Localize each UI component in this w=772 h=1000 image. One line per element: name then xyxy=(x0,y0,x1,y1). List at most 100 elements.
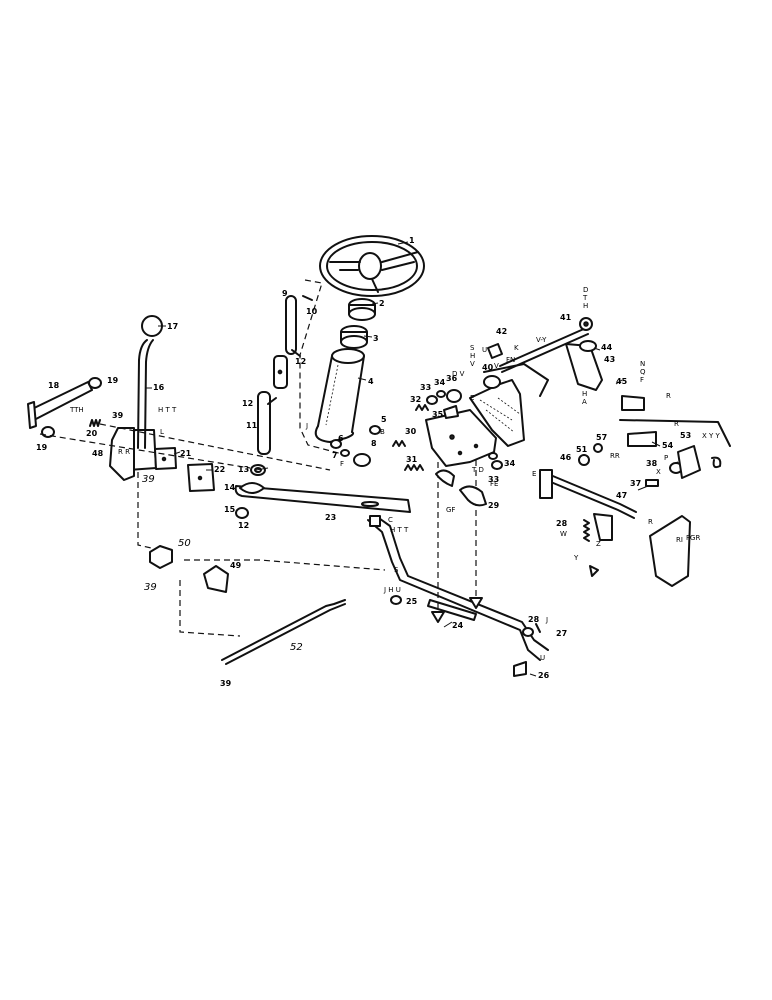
assembly-outline xyxy=(299,279,351,457)
callout-28b: 28 xyxy=(556,519,568,528)
callout-20: 20 xyxy=(86,429,98,438)
spring-20 xyxy=(89,419,101,427)
callout-52: 52 xyxy=(290,642,303,653)
callout-12c: 12 xyxy=(238,521,249,530)
spring-32b xyxy=(415,404,429,411)
letter-codes: D T H H A S H V N Q F R R X Y Y P X RR R… xyxy=(69,286,721,662)
callout-40: 40 xyxy=(482,363,494,372)
leaders xyxy=(146,241,679,677)
gear-8 xyxy=(353,453,371,467)
code-r45: R xyxy=(666,392,671,400)
pin-37 xyxy=(645,479,659,487)
code-r53: R xyxy=(674,420,679,428)
callout-12a: 12 xyxy=(295,357,306,366)
callout-16: 16 xyxy=(153,383,165,392)
callout-49: 49 xyxy=(230,561,242,570)
column-bushing xyxy=(340,325,368,349)
code-y: Y xyxy=(573,554,579,562)
callout-34a: 34 xyxy=(434,378,446,387)
bracket-50 xyxy=(149,545,173,569)
code-e36: E xyxy=(470,394,474,402)
callout-31: 31 xyxy=(406,455,418,464)
callout-45: 45 xyxy=(616,377,628,386)
code-shv-s: S xyxy=(470,344,475,352)
code-u42: U xyxy=(482,346,487,354)
callout-14: 14 xyxy=(224,483,236,492)
bushing-44 xyxy=(579,340,597,352)
code-shv-v: V xyxy=(470,360,475,368)
code-rr48: R R xyxy=(118,448,130,456)
shaft-46 xyxy=(539,469,637,541)
bracket-53 xyxy=(677,445,701,479)
callout-12b: 12 xyxy=(242,399,253,408)
bracket-clip xyxy=(435,469,455,487)
washer-57 xyxy=(593,443,603,453)
assembly-arrows xyxy=(431,460,483,623)
code-w: W xyxy=(560,530,567,538)
bracket-48 xyxy=(109,427,135,481)
bracket-54 xyxy=(627,431,657,447)
callout-36: 36 xyxy=(446,374,458,383)
align-line-d xyxy=(184,559,386,571)
code-fgr: FGR xyxy=(686,534,700,542)
code-dth-h: H xyxy=(583,302,588,310)
callout-27: 27 xyxy=(556,629,567,638)
callout-44: 44 xyxy=(601,343,613,352)
code-x: X xyxy=(656,468,661,476)
callout-9: 9 xyxy=(282,289,288,298)
tie-rod-41 xyxy=(499,317,593,373)
callout-38: 38 xyxy=(646,459,658,468)
callout-33a: 33 xyxy=(420,383,431,392)
callout-39d: 39 xyxy=(220,679,232,688)
callout-41: 41 xyxy=(560,313,572,322)
callout-17: 17 xyxy=(167,322,178,331)
steering-shaft-upper xyxy=(285,295,297,355)
washer-51 xyxy=(578,454,590,466)
code-j: J xyxy=(305,422,308,430)
code-fn: FN xyxy=(506,356,515,364)
code-tdt: T D xyxy=(471,466,484,474)
pin-28 xyxy=(535,623,541,633)
clip-42 xyxy=(487,343,503,359)
callout-39c: 39 xyxy=(144,582,157,593)
code-nqf-f: F xyxy=(640,376,644,384)
pin-12b xyxy=(267,397,277,405)
callout-42: 42 xyxy=(496,327,507,336)
pedal-pad-26 xyxy=(513,661,527,677)
spring-32 xyxy=(392,440,406,447)
code-u26: U xyxy=(540,654,545,662)
washer-19a xyxy=(88,377,102,389)
bushing-6 xyxy=(330,439,342,449)
rod-52 xyxy=(221,599,346,661)
callout-24: 24 xyxy=(452,621,464,630)
callout-25: 25 xyxy=(406,597,418,606)
callout-13: 13 xyxy=(238,465,249,474)
spring-clip xyxy=(711,456,722,469)
nut-15 xyxy=(235,507,249,519)
callout-22: 22 xyxy=(214,465,225,474)
callout-18: 18 xyxy=(48,381,60,390)
callout-21: 21 xyxy=(180,449,192,458)
callout-30: 30 xyxy=(405,427,417,436)
column-collar xyxy=(348,298,376,321)
callout-54: 54 xyxy=(662,441,674,450)
clip-27 xyxy=(522,627,534,637)
washer-33a xyxy=(426,395,438,405)
callout-46: 46 xyxy=(560,453,572,462)
callout-53: 53 xyxy=(680,431,691,440)
spring-31 xyxy=(404,464,424,471)
callout-2: 2 xyxy=(379,299,385,308)
clip-25 xyxy=(390,595,402,605)
callout-5: 5 xyxy=(381,415,387,424)
bushing-14 xyxy=(239,482,265,494)
frame-panel-right xyxy=(649,515,691,587)
callout-51: 51 xyxy=(576,445,588,454)
code-v40: V xyxy=(494,362,499,370)
code-rr: RR xyxy=(610,452,620,460)
bracket-45 xyxy=(621,395,645,411)
spring-28 xyxy=(583,519,590,542)
steering-shaft-lower xyxy=(257,391,271,455)
steering-column-tube xyxy=(314,348,365,443)
code-htt16: H T T xyxy=(158,406,177,414)
